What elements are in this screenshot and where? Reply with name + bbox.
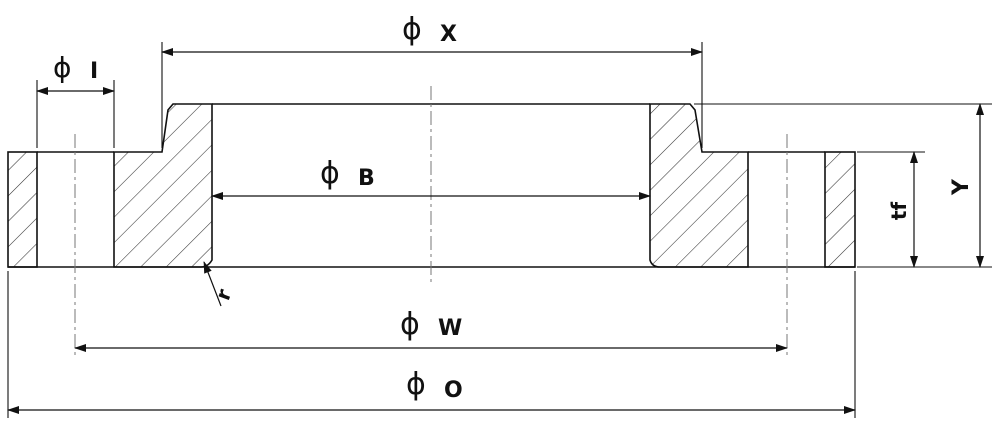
- left-rim-section: [7, 151, 38, 268]
- tf-label: tf: [887, 202, 911, 221]
- y-label: Y: [949, 178, 974, 196]
- center-lines: [74, 86, 788, 357]
- r-label: r: [210, 286, 236, 304]
- b-diameter-symbol: ϕ: [320, 156, 340, 191]
- x-diameter-symbol: ϕ: [402, 12, 422, 47]
- right-hub-section: [649, 103, 749, 268]
- right-rim-section: [824, 151, 856, 268]
- o-label: O: [444, 378, 463, 403]
- dim-r-leader: [203, 261, 222, 307]
- i-diameter-symbol: ϕ: [53, 51, 71, 84]
- x-label: X: [440, 22, 457, 47]
- dimension-lines: [7, 48, 984, 414]
- i-label: I: [90, 59, 98, 84]
- hatched-sections: [7, 103, 856, 268]
- dimension-labels: ϕ X ϕ I ϕ B ϕ W ϕ O tf Y r: [53, 12, 974, 403]
- w-diameter-symbol: ϕ: [400, 307, 420, 342]
- b-label: B: [358, 166, 375, 191]
- left-hub-section: [113, 103, 213, 268]
- o-diameter-symbol: ϕ: [406, 367, 426, 402]
- w-label: W: [438, 316, 462, 341]
